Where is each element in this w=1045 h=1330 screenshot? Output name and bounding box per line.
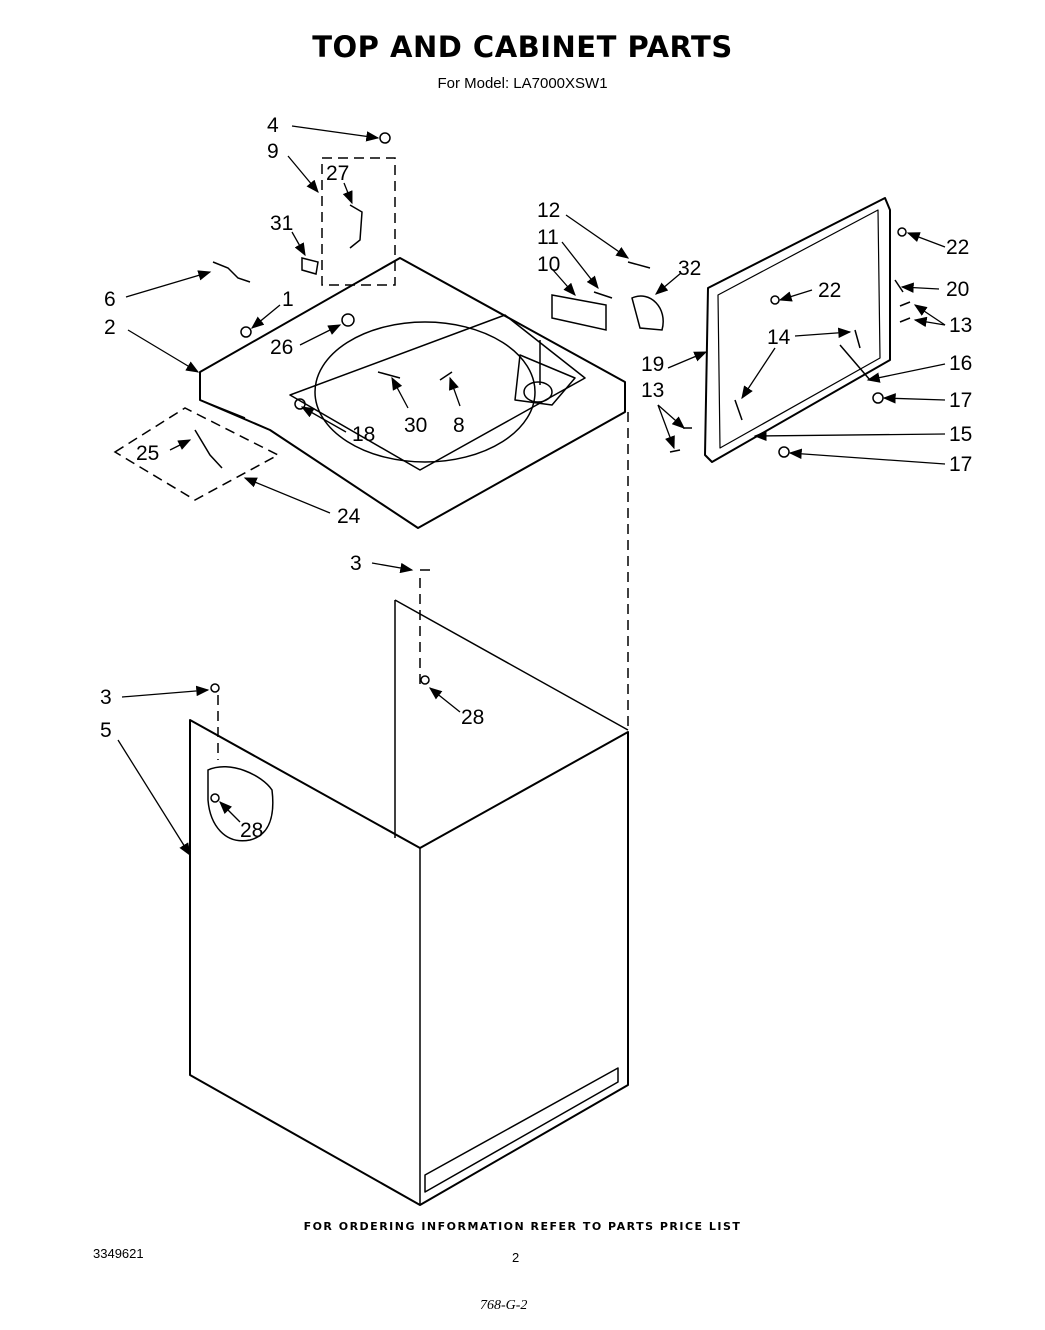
callout-label: 30 <box>404 414 427 437</box>
callout-label: 3 <box>350 552 362 575</box>
page-number: 2 <box>512 1250 520 1265</box>
callout-label: 17 <box>949 453 972 476</box>
callout-label: 1 <box>282 288 294 311</box>
callout-numbers: 4 9 27 31 6 1 2 26 12 11 10 32 30 8 18 2… <box>100 114 972 842</box>
callout-label: 14 <box>767 326 791 349</box>
model-subtitle: For Model: LA7000XSW1 <box>437 75 608 92</box>
callout-label: 24 <box>337 505 361 528</box>
callout-label: 28 <box>240 819 263 842</box>
callout-label: 13 <box>641 379 664 402</box>
diagram-title: TOP AND CABINET PARTS <box>312 30 733 64</box>
callout-label: 18 <box>352 423 375 446</box>
leader-lines <box>117 125 946 857</box>
callout-label: 11 <box>537 226 559 249</box>
callout-label: 13 <box>949 314 972 337</box>
callout-label: 2 <box>104 316 116 339</box>
callout-label: 6 <box>104 288 116 311</box>
callout-label: 26 <box>270 336 293 359</box>
dashed-guides <box>113 157 629 760</box>
callout-label: 20 <box>946 278 969 301</box>
callout-label: 8 <box>453 414 465 437</box>
callout-label: 17 <box>949 389 972 412</box>
handwritten-code: 768-G-2 <box>480 1298 528 1313</box>
callout-label: 32 <box>678 257 701 280</box>
callout-label: 22 <box>946 236 969 259</box>
callout-label: 16 <box>949 352 972 375</box>
part-number: 3349621 <box>93 1246 144 1261</box>
callout-label: 22 <box>818 279 841 302</box>
callout-label: 25 <box>136 442 159 465</box>
ordering-note: FOR ORDERING INFORMATION REFER TO PARTS … <box>303 1220 742 1233</box>
callout-label: 12 <box>537 199 560 222</box>
callout-label: 27 <box>326 162 349 185</box>
cabinet-body <box>189 599 629 1206</box>
callout-label: 9 <box>267 140 279 163</box>
callout-label: 28 <box>461 706 484 729</box>
callout-label: 3 <box>100 686 112 709</box>
callout-label: 15 <box>949 423 972 446</box>
callout-label: 4 <box>267 114 279 137</box>
callout-label: 31 <box>270 212 293 235</box>
cabinet-top <box>199 257 626 529</box>
callout-label: 19 <box>641 353 664 376</box>
callout-label: 5 <box>100 719 112 742</box>
lid <box>704 197 891 463</box>
callout-label: 10 <box>537 253 560 276</box>
